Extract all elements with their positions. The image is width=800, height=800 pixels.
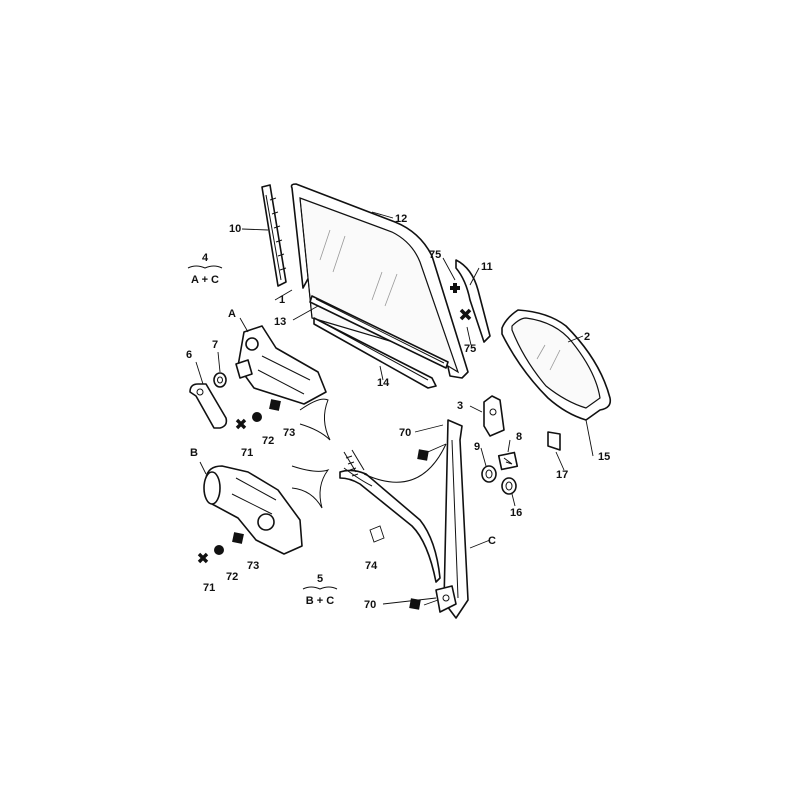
callout-10: 10 (229, 223, 241, 235)
callout-c: C (488, 535, 496, 547)
part-13-outer-strip (309, 295, 449, 369)
group-5-caption: B + C (306, 595, 334, 607)
symbol-75-cross-top (450, 283, 460, 293)
symbol-73-square-lower (232, 532, 244, 544)
part-16-nut (501, 477, 517, 495)
callout-73-upper: 73 (283, 427, 295, 439)
callout-1: 1 (279, 294, 285, 306)
callout-16: 16 (510, 507, 522, 519)
callout-8: 8 (516, 431, 522, 443)
symbol-72-dot-upper (252, 412, 262, 422)
callout-3: 3 (457, 400, 463, 412)
callout-70-lower: 70 (364, 599, 376, 611)
callout-15: 15 (598, 451, 610, 463)
linking-brackets (291, 398, 331, 509)
callout-13: 13 (274, 316, 286, 328)
symbol-74-outline (369, 525, 385, 543)
callout-11: 11 (481, 261, 493, 273)
callout-71-lower: 71 (203, 582, 215, 594)
group-4-caption: A + C (191, 274, 219, 286)
group-5-number: 5 (317, 573, 323, 585)
callout-72-lower: 72 (226, 571, 238, 583)
group-4-number: 4 (202, 252, 209, 264)
callout-70-upper: 70 (399, 427, 411, 439)
part-c-regulator (339, 419, 469, 619)
part-9-bush (481, 465, 497, 483)
callout-a: A (228, 308, 236, 320)
callout-14: 14 (377, 377, 390, 389)
part-b-motor (203, 465, 303, 555)
callout-7: 7 (212, 339, 218, 351)
part-17-cap (547, 431, 561, 451)
symbol-72-dot-lower (214, 545, 224, 555)
symbol-70-square-lower (409, 598, 421, 610)
part-7-washer (213, 372, 227, 388)
callout-12: 12 (395, 213, 407, 225)
callout-labels: 10 12 75 11 1 13 A 2 75 6 7 14 3 73 70 8… (186, 213, 610, 611)
part-12-window-glass (290, 183, 469, 379)
callout-75-bottom: 75 (464, 343, 476, 355)
callout-74: 74 (365, 560, 378, 572)
part-8-clip (497, 451, 519, 471)
symbol-70-square-upper (417, 449, 429, 461)
symbol-71-cross-lower (197, 552, 209, 564)
group-5-marker: 5 B + C (302, 573, 338, 607)
part-10-guide-channel (261, 184, 287, 287)
part-14-inner-strip (313, 317, 437, 389)
part-6-crank (189, 383, 228, 429)
part-2-quarter-glass (501, 309, 612, 421)
callout-71-upper: 71 (241, 447, 253, 459)
callout-b: B (190, 447, 198, 459)
callout-73-lower: 73 (247, 560, 259, 572)
symbol-73-square-upper (269, 399, 281, 411)
group-4-marker: 4 A + C (187, 252, 223, 286)
part-3-bracket (483, 395, 505, 437)
callout-72-upper: 72 (262, 435, 274, 447)
part-11-trim-strip (455, 259, 491, 343)
fastener-symbols (197, 283, 472, 610)
callout-17: 17 (556, 469, 568, 481)
symbol-71-cross-upper (235, 418, 247, 430)
symbol-75-cross-bottom (459, 308, 472, 321)
leader-lines (195, 211, 594, 606)
part-a-motor (235, 325, 327, 405)
callout-9: 9 (474, 441, 480, 453)
callout-6: 6 (186, 349, 192, 361)
callout-75-top: 75 (429, 249, 441, 261)
callout-2: 2 (584, 331, 590, 343)
